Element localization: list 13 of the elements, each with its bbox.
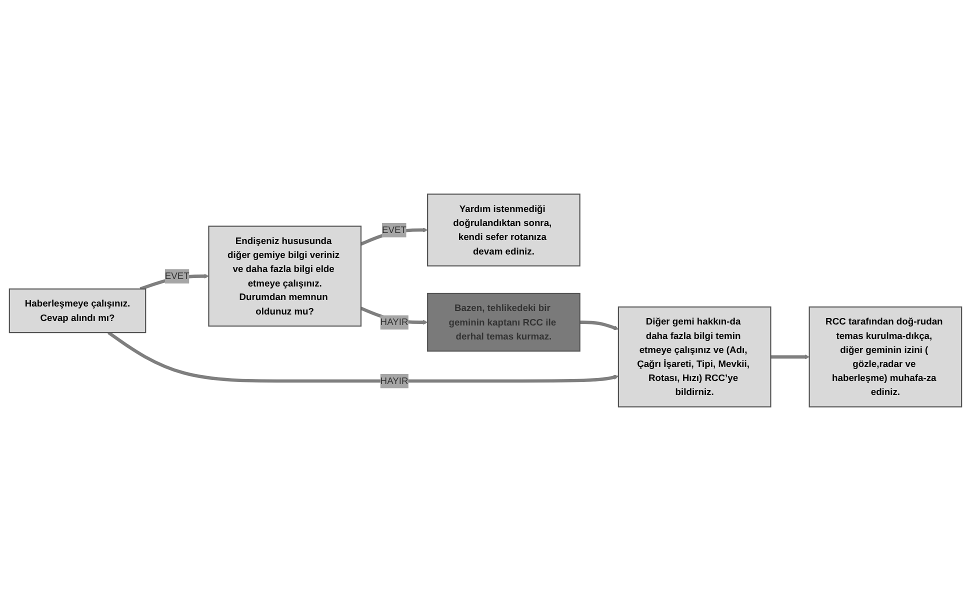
node-box: Diğer gemi hakkın-da daha fazla bilgi temin etmeye çalışınız ve (Adı, Çağrı İşareti, Tipi, Mevkii, Rotası, Hızı) RCC’ye bildirniz. bbox=[618, 306, 772, 408]
node-box: RCC tarafından doğ-rudan temas kurulma-dıkça, diğer geminin izini ( gözle,radar ve haberleşme) muhafa-za ediniz. bbox=[808, 306, 962, 408]
arrow bbox=[580, 320, 619, 330]
edge-label: HAYIR bbox=[380, 316, 408, 328]
arrow bbox=[108, 331, 619, 383]
node-box: Haberleşmeye çalışınız. Cevap alındı mı? bbox=[8, 288, 146, 334]
edge-label: EVET bbox=[164, 270, 190, 282]
edge-label: EVET bbox=[382, 224, 407, 236]
node-box: Bazen, tehlikedeki bir geminin kaptanı RCC ile derhal temas kurmaz. bbox=[427, 292, 580, 352]
node-box: Endişeniz hususunda diğer gemiye bilgi veriniz ve daha fazla bilgi elde etmeye çalışınız. Durumdan memnun oldunuz mu? bbox=[208, 226, 362, 327]
edge-label: HAYIR bbox=[380, 376, 408, 386]
arrow bbox=[770, 354, 810, 360]
node-box: Yardım istenmediği doğrulandıktan sonra, kendi sefer rotanıza devam ediniz. bbox=[427, 194, 580, 266]
